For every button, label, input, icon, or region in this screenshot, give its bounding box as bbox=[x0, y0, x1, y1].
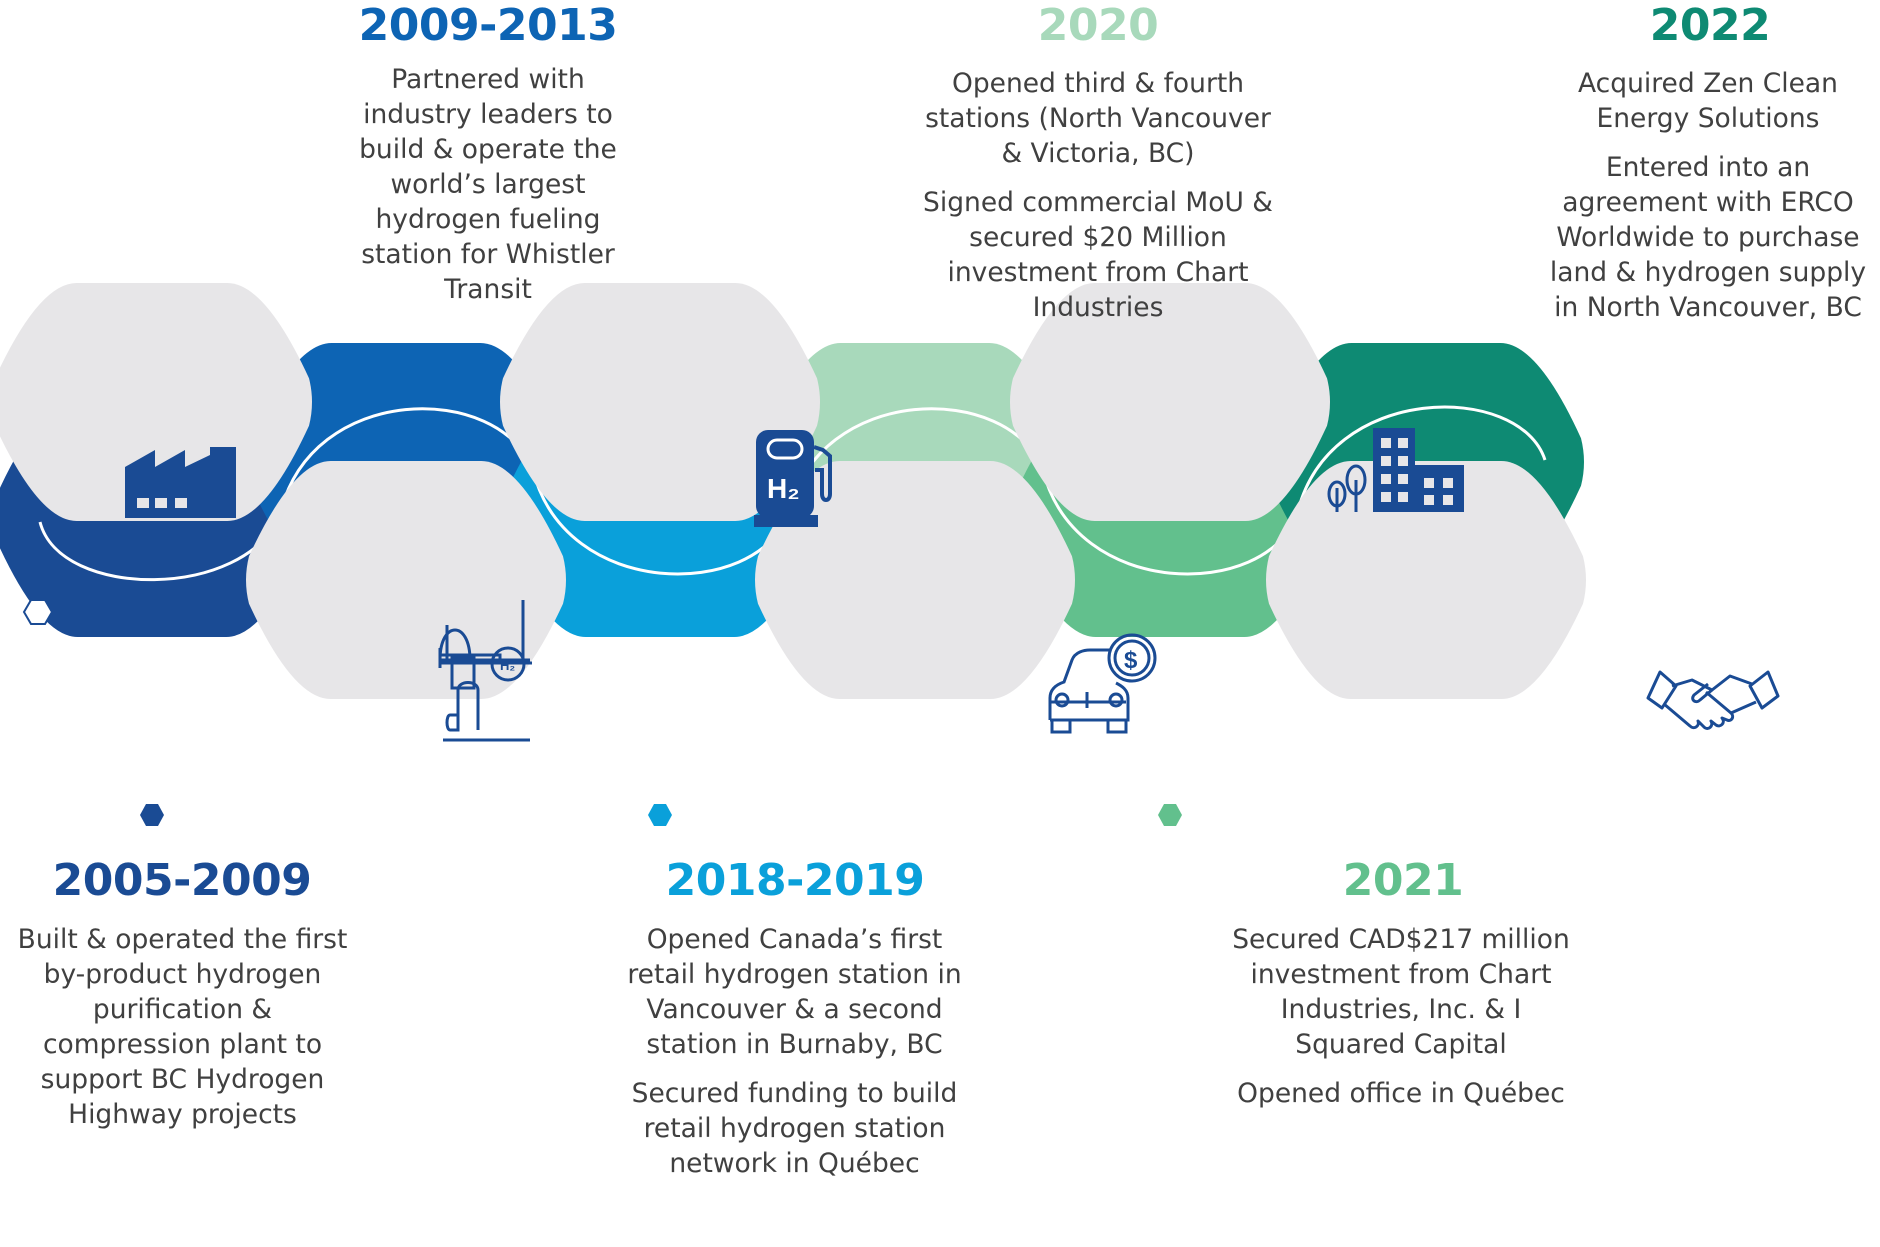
milestone-2-paragraph: Partnered with industry leaders to build… bbox=[359, 64, 617, 305]
milestone-1-year: 2005-2009 bbox=[52, 855, 312, 906]
milestone-3-description: Opened Canada’s first retail hydrogen st… bbox=[622, 922, 967, 1195]
hydrogen-pipeline-station-icon: H₂ bbox=[438, 600, 532, 742]
milestone-2-year: 2009-2013 bbox=[358, 0, 618, 51]
hexagon-card-3 bbox=[500, 283, 820, 521]
milestone-4-paragraph-2: Signed commercial MoU & secured $20 Mill… bbox=[923, 187, 1273, 323]
milestone-5-year: 2021 bbox=[1342, 855, 1464, 906]
milestone-1-description: Built & operated the first by-product hy… bbox=[10, 922, 355, 1146]
milestone-3-year: 2018-2019 bbox=[665, 855, 925, 906]
milestone-6-description: Acquired Zen Clean Energy Solutions Ente… bbox=[1536, 66, 1880, 339]
factory-icon bbox=[125, 447, 236, 518]
milestone-6-year: 2022 bbox=[1649, 0, 1771, 51]
dollar-sign-icon: $ bbox=[1124, 647, 1138, 674]
hexagon-card-2 bbox=[246, 461, 566, 699]
milestone-1-paragraph: Built & operated the first by-product hy… bbox=[17, 924, 348, 1130]
connector-dot-5 bbox=[1158, 804, 1182, 826]
milestone-3-paragraph-2: Secured funding to build retail hydrogen… bbox=[631, 1078, 958, 1179]
milestone-6-paragraph-2: Entered into an agreement with ERCO Worl… bbox=[1549, 152, 1867, 323]
milestone-6-paragraph-1: Acquired Zen Clean Energy Solutions bbox=[1578, 68, 1838, 134]
hexagon-card-4 bbox=[755, 461, 1075, 699]
milestone-5-paragraph-2: Opened office in Québec bbox=[1237, 1078, 1565, 1109]
milestone-2-description: Partnered with industry leaders to build… bbox=[340, 62, 636, 321]
connector-dot-3 bbox=[648, 804, 672, 826]
milestone-4-description: Opened third & fourth stations (North Va… bbox=[912, 66, 1284, 339]
h2-fuel-pump-icon: H₂ bbox=[754, 430, 832, 527]
milestone-4-year: 2020 bbox=[1037, 0, 1159, 51]
hexagon-card-6 bbox=[1266, 461, 1586, 699]
connector-dot-2 bbox=[394, 354, 418, 376]
hexagon-card-5 bbox=[1010, 283, 1330, 521]
connector-dot-6 bbox=[1414, 354, 1438, 376]
milestone-5-description: Secured CAD$217 million investment from … bbox=[1225, 922, 1577, 1125]
connector-dot-1 bbox=[140, 804, 164, 826]
car-investment-icon: $ bbox=[1048, 633, 1157, 734]
milestone-3-paragraph-1: Opened Canada’s first retail hydrogen st… bbox=[627, 924, 962, 1060]
milestone-4-paragraph-1: Opened third & fourth stations (North Va… bbox=[925, 68, 1271, 169]
connector-dot-4 bbox=[903, 354, 927, 376]
timeline-start-marker bbox=[22, 599, 54, 625]
office-building-icon bbox=[1327, 428, 1464, 512]
milestone-5-paragraph-1: Secured CAD$217 million investment from … bbox=[1232, 924, 1570, 1060]
h2-label-icon: H₂ bbox=[500, 658, 515, 673]
handshake-icon bbox=[1646, 670, 1780, 730]
h2-text-icon: H₂ bbox=[767, 473, 800, 504]
